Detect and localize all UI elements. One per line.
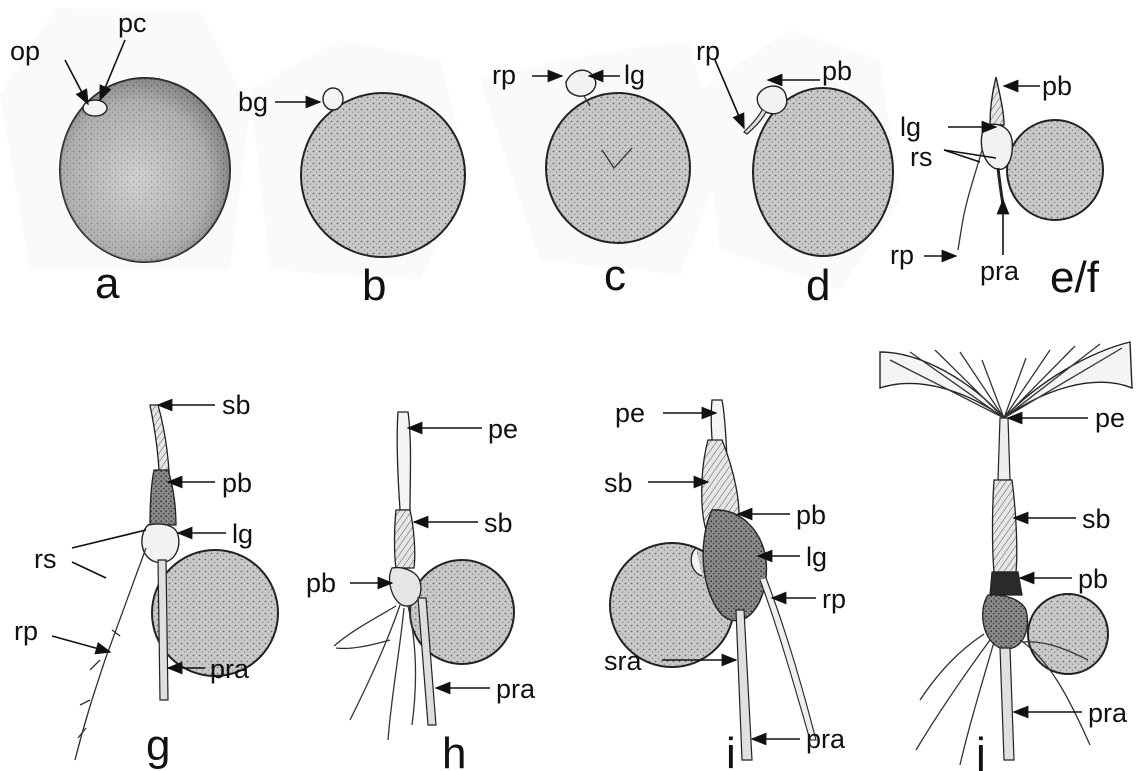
panel-label-j: j: [974, 729, 986, 771]
label-lg-c: lg: [624, 60, 645, 90]
label-sb-g: sb: [222, 390, 251, 420]
ligule-g: [142, 524, 179, 563]
label-lg-i: lg: [806, 542, 827, 572]
panel-label-b: b: [362, 261, 386, 310]
secondary-root-i: [736, 610, 752, 760]
second-bract-h: [395, 510, 415, 568]
label-bg: bg: [238, 87, 268, 117]
label-pe-j: pe: [1095, 403, 1125, 433]
primary-root-j: [1000, 648, 1014, 760]
panel-ef: pb lg rs rp pra e/f: [890, 71, 1103, 302]
label-rp-c: rp: [492, 60, 516, 90]
plumule-h: [397, 412, 410, 510]
label-pb-i: pb: [796, 500, 826, 530]
label-pra-ef: pra: [980, 256, 1020, 286]
plumule-d: [757, 86, 787, 114]
panel-label-ef: e/f: [1050, 253, 1100, 302]
panel-label-h: h: [442, 729, 466, 771]
label-sb-i: sb: [604, 468, 633, 498]
label-pb-g: pb: [222, 468, 252, 498]
primary-bract-g: [150, 470, 176, 525]
panel-j: pe sb pb pra j: [880, 342, 1132, 771]
second-bract-j: [993, 480, 1017, 572]
seed-ef: [1007, 120, 1103, 220]
radicle-ef: [958, 150, 982, 250]
panel-label-c: c: [604, 251, 626, 300]
primary-bract-ef: [990, 77, 1004, 125]
panel-label-a: a: [95, 259, 120, 308]
ligule-ef: [981, 124, 1012, 169]
label-lg-ef: lg: [900, 112, 921, 142]
label-pe-h: pe: [488, 414, 518, 444]
label-pb-ef: pb: [1042, 71, 1072, 101]
label-sra-i: sra: [604, 646, 642, 676]
label-pb-h: pb: [306, 568, 336, 598]
label-sb-h: sb: [484, 508, 513, 538]
label-rp-g: rp: [14, 616, 38, 646]
label-pra-g: pra: [210, 654, 250, 684]
label-rp-d: rp: [696, 36, 720, 66]
label-pra-i: pra: [806, 724, 846, 754]
roots-h: [334, 605, 415, 740]
label-pe-i: pe: [615, 398, 645, 428]
label-pra-j: pra: [1088, 698, 1128, 728]
panel-g: sb pb lg rs rp pra g: [14, 390, 278, 770]
label-rp-ef: rp: [890, 240, 914, 270]
seed-c: [546, 93, 690, 243]
seed-b: [301, 93, 465, 257]
label-rs-g: rs: [34, 544, 57, 574]
button-gland-b: [323, 88, 343, 110]
label-pra-h: pra: [496, 674, 536, 704]
panel-label-g: g: [146, 721, 170, 770]
panel-i: pe sb pb lg rp sra pra i: [604, 398, 846, 771]
panel-label-i: i: [726, 729, 736, 771]
label-rp-i: rp: [822, 584, 846, 614]
label-pc: pc: [118, 8, 147, 38]
panel-label-d: d: [806, 261, 830, 310]
label-lg-g: lg: [232, 519, 253, 549]
radicle-i: [760, 578, 816, 740]
primary-bract-j: [990, 572, 1022, 595]
primary-root-g: [158, 560, 168, 700]
label-pb-j: pb: [1078, 564, 1108, 594]
label-rs-ef: rs: [910, 142, 933, 172]
label-sb-j: sb: [1082, 504, 1111, 534]
petiole-j: [998, 418, 1010, 480]
primary-bract-h: [390, 568, 421, 606]
panel-h: pe sb pb pra h: [306, 412, 536, 771]
label-pb-d: pb: [822, 56, 852, 86]
label-op: op: [10, 36, 40, 66]
seed-j: [1028, 594, 1108, 674]
